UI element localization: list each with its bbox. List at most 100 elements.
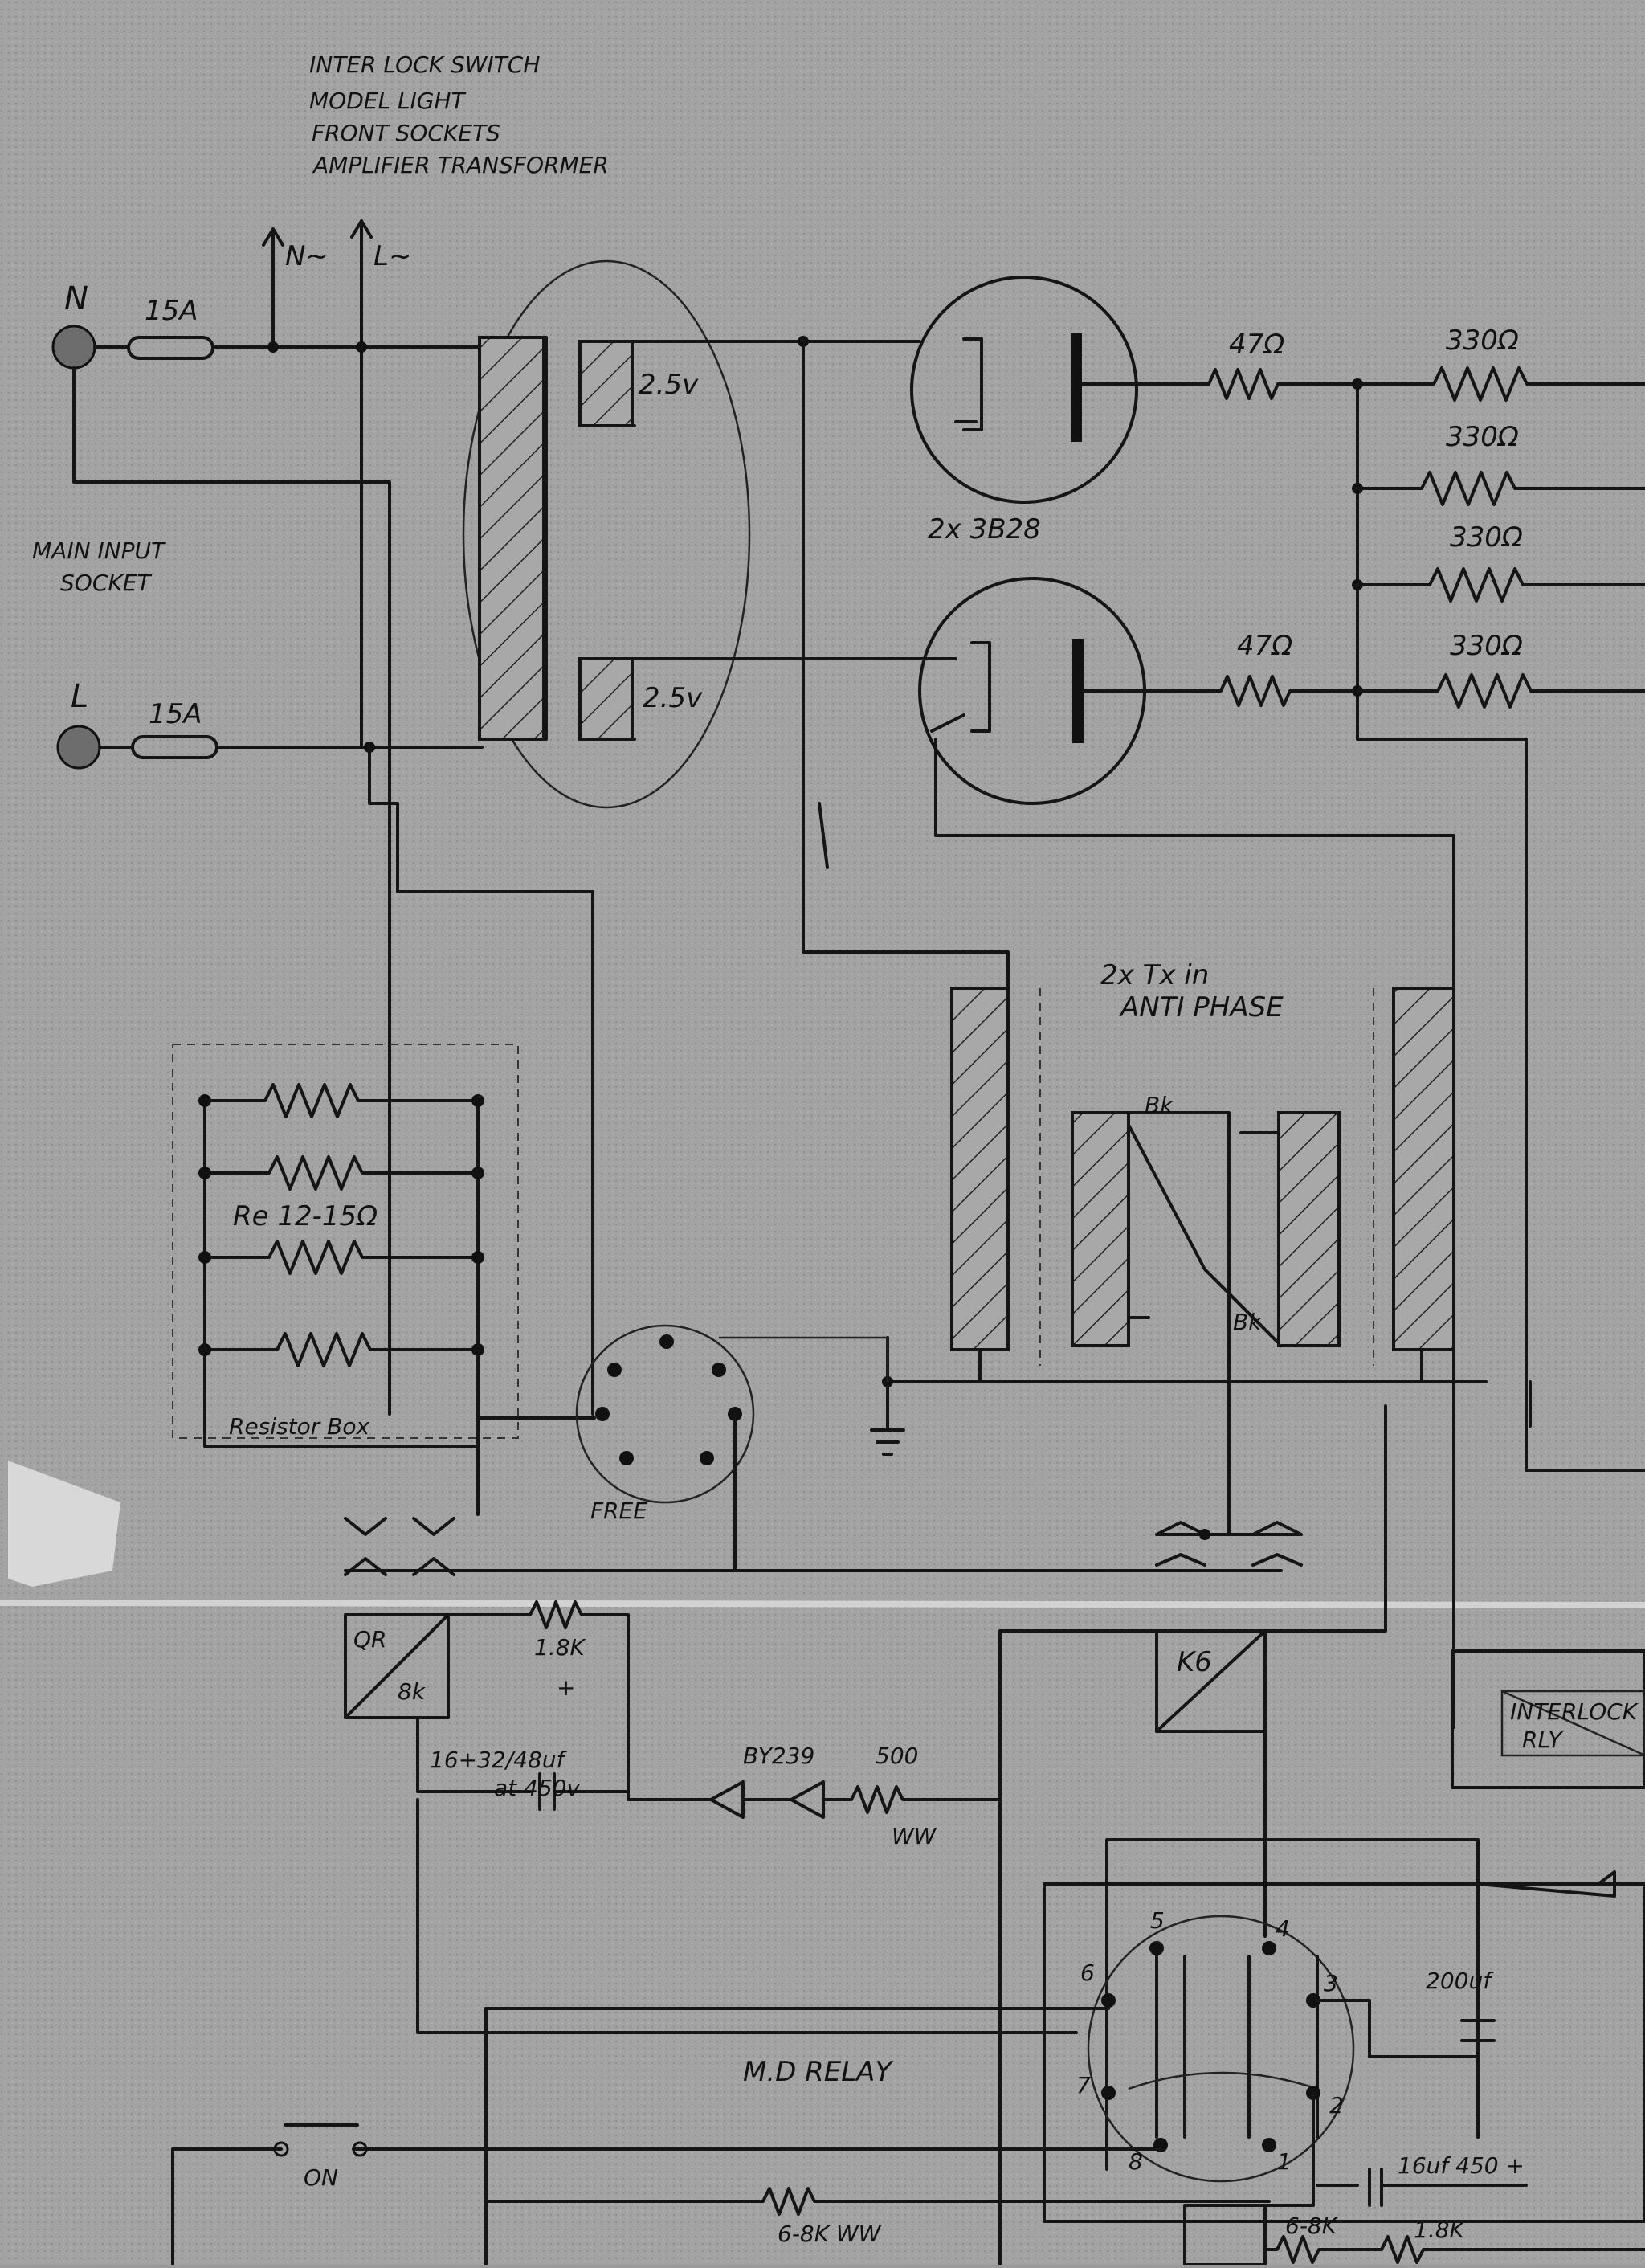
qr-label: QR bbox=[353, 1626, 387, 1653]
tube-label: 2x 3B28 bbox=[928, 513, 1041, 546]
relay-pin-5 bbox=[1149, 1941, 1164, 1955]
junction bbox=[267, 341, 279, 353]
resistor-box-outline bbox=[172, 1044, 519, 1439]
on-label: ON bbox=[304, 2164, 338, 2191]
switch-contact bbox=[273, 2141, 289, 2157]
note-line-3: FRONT SOCKETS bbox=[312, 120, 500, 146]
relay-coil bbox=[1128, 2071, 1318, 2090]
qr-rectifier bbox=[344, 1613, 450, 1719]
k6-diagonal bbox=[1155, 1629, 1267, 1733]
resistor-box-label: Resistor Box bbox=[229, 1413, 369, 1440]
switch-contact bbox=[352, 2141, 368, 2157]
tx-left-core bbox=[950, 987, 1010, 1351]
torn-corner bbox=[8, 1461, 120, 1587]
socket-ground-wire bbox=[719, 1336, 889, 1382]
interlock-inner bbox=[1500, 1690, 1645, 1757]
resistor-box-out-wires bbox=[203, 1416, 596, 1516]
pin-4-label: 4 bbox=[1276, 1915, 1290, 1942]
l-output-arrow bbox=[350, 219, 373, 749]
cap-value-1: 16+32/48uf bbox=[430, 1747, 568, 1773]
relay-diode-right bbox=[1476, 1870, 1616, 1898]
interlock-box bbox=[1451, 1649, 1645, 1789]
octal-socket: FREE bbox=[575, 1324, 889, 1572]
connector-right-top bbox=[1155, 1521, 1303, 1536]
interlock-label-2: RLY bbox=[1522, 1727, 1563, 1753]
relay-body bbox=[1087, 1915, 1355, 2183]
main-capacitor bbox=[416, 1716, 630, 1811]
tx-right-core bbox=[1392, 987, 1455, 1351]
r330-2 bbox=[1356, 471, 1645, 506]
bottom-resistors bbox=[1263, 2235, 1645, 2264]
k6-label: K6 bbox=[1177, 1646, 1212, 1678]
ww-label: WW bbox=[892, 1823, 937, 1849]
socket-pin bbox=[595, 1407, 610, 1421]
live-feed-wire bbox=[368, 746, 594, 1416]
n-output-arrow bbox=[262, 227, 284, 349]
network-bus bbox=[1356, 382, 1645, 1472]
tx-bk-wire bbox=[1127, 1111, 1231, 1536]
box-resistor-4 bbox=[203, 1332, 480, 1367]
connector-right-bottom bbox=[1155, 1553, 1303, 1567]
socket-pin bbox=[700, 1451, 714, 1465]
socket-label-2: SOCKET bbox=[60, 570, 152, 596]
tx-diagonal bbox=[1127, 1123, 1279, 1343]
socket-outline bbox=[575, 1324, 755, 1504]
junction bbox=[198, 1167, 211, 1179]
tube-lower-cathode bbox=[930, 641, 991, 733]
on-switch bbox=[171, 2123, 1162, 2266]
junction bbox=[198, 1094, 211, 1107]
neutral-label: N bbox=[64, 280, 88, 317]
junction bbox=[471, 1167, 484, 1179]
junction bbox=[356, 341, 367, 353]
transformer-outline bbox=[462, 259, 751, 809]
r47-lower-label: 47Ω bbox=[1237, 630, 1292, 662]
box-resistor-3 bbox=[203, 1240, 480, 1275]
lower-secondary bbox=[578, 657, 634, 741]
r330-3-label: 330Ω bbox=[1450, 521, 1523, 554]
r330-1-label: 330Ω bbox=[1446, 325, 1519, 357]
live-terminal bbox=[56, 725, 101, 770]
r18k-plus: + bbox=[557, 1674, 575, 1701]
tx-ground-bus bbox=[886, 1348, 1488, 1383]
tube-lower-anode bbox=[1072, 639, 1084, 743]
r47-lower bbox=[1082, 675, 1359, 707]
cap-16uf bbox=[1316, 2168, 1528, 2207]
socket-pin bbox=[712, 1363, 726, 1377]
diode-chain bbox=[741, 1785, 1002, 1814]
bk-bottom-label: Bk bbox=[1233, 1309, 1263, 1335]
neutral-terminal bbox=[51, 325, 96, 370]
r18k-b-label: 1.8K bbox=[1414, 2217, 1467, 2243]
junction bbox=[471, 1094, 484, 1107]
tx-label-1: 2x Tx in bbox=[1100, 959, 1209, 991]
tx-left-winding bbox=[1071, 1111, 1130, 1347]
pin-6-label: 6 bbox=[1080, 1959, 1095, 1986]
tx-label-2: ANTI PHASE bbox=[1119, 991, 1284, 1024]
pin-8-label: 8 bbox=[1129, 2148, 1143, 2175]
md-relay: 5 4 6 3 7 2 8 1 M.D RELAY 200uf ON 6-8K … bbox=[171, 1838, 1645, 2266]
qr-value: 8k bbox=[398, 1678, 427, 1705]
feed-notes: INTER LOCK SWITCH MODEL LIGHT FRONT SOCK… bbox=[309, 51, 609, 178]
relay-pin-4 bbox=[1262, 1941, 1276, 1955]
output-transformers: 2x Tx in ANTI PHASE Bk Bk bbox=[870, 959, 1532, 1536]
heater-transformer: 2.5v 2.5v bbox=[462, 259, 1010, 1351]
socket-pin bbox=[607, 1363, 622, 1377]
junction bbox=[198, 1343, 211, 1356]
junction bbox=[471, 1251, 484, 1264]
note-line-2: MODEL LIGHT bbox=[309, 88, 467, 114]
ink-mark bbox=[818, 802, 829, 869]
r500-label: 500 bbox=[876, 1743, 918, 1769]
junction bbox=[1199, 1529, 1210, 1540]
note-line-1: INTER LOCK SWITCH bbox=[309, 51, 540, 78]
r68k-label: 6-8K bbox=[1285, 2213, 1339, 2239]
interlock-label-1: INTERLOCK bbox=[1510, 1698, 1639, 1725]
junction bbox=[471, 1343, 484, 1356]
live-label: L bbox=[71, 678, 88, 715]
r330-3 bbox=[1356, 567, 1645, 603]
qr-diagonal bbox=[344, 1613, 450, 1719]
tube-upper-cathode bbox=[954, 337, 983, 431]
relay-pins bbox=[1101, 1941, 1320, 2152]
connector-top bbox=[344, 1517, 455, 1536]
transformer-primary bbox=[478, 336, 545, 741]
note-line-4: AMPLIFIER TRANSFORMER bbox=[312, 152, 609, 178]
